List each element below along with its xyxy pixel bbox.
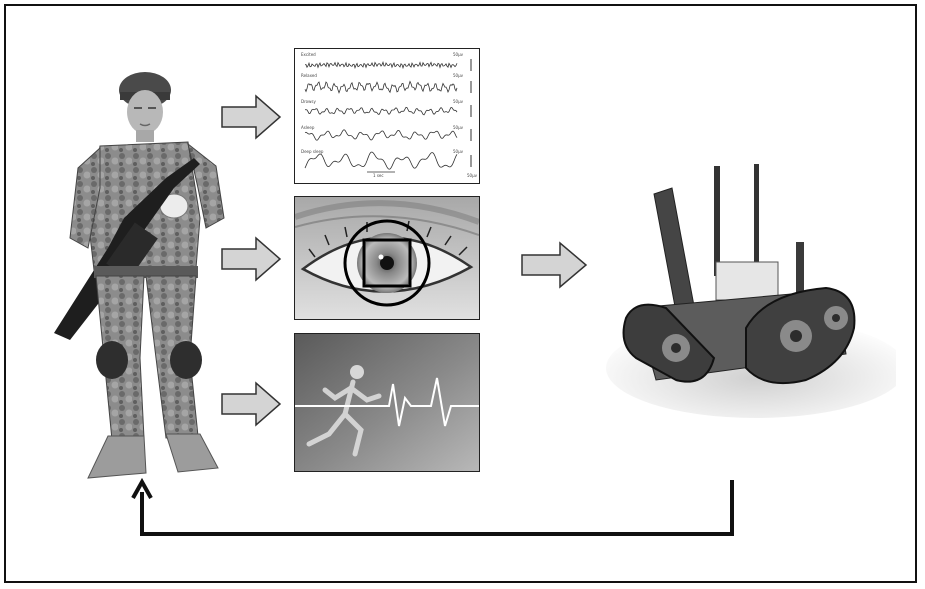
eeg-channel-label: Drowsy	[301, 99, 316, 104]
eeg-trace	[304, 129, 458, 141]
running-figure-heartbeat-icon	[295, 334, 479, 471]
eeg-waveforms	[304, 59, 472, 173]
eeg-amp-scale: 50µv	[466, 173, 477, 178]
eye-tracking-panel	[294, 196, 480, 320]
eeg-time-scale: 1 sec	[373, 173, 384, 178]
eeg-channel-unit: 50µv	[452, 149, 463, 154]
arrow-eeg-icon	[221, 94, 282, 140]
eeg-trace	[304, 151, 458, 170]
eeg-channel-unit: 50µv	[452, 125, 463, 130]
eeg-channel-label: Excited	[301, 52, 316, 57]
eeg-trace	[304, 61, 458, 70]
arrow-eye-icon	[221, 236, 282, 282]
heart-rate-panel	[294, 333, 480, 472]
eeg-signals-panel: Excited 50µv Relaxed 50µv Drowsy 50µv As…	[294, 48, 480, 184]
eeg-channel-unit: 50µv	[452, 99, 463, 104]
eeg-trace	[304, 80, 458, 94]
tracked-robot-icon	[606, 164, 896, 418]
arrow-to-robot-icon	[521, 241, 588, 289]
eeg-channel-label: Asleep	[301, 125, 315, 130]
eeg-trace	[304, 106, 458, 116]
feedback-loop-line	[131, 477, 734, 536]
arrow-ecg-icon	[221, 381, 282, 427]
eye-closeup-icon	[295, 197, 479, 319]
eeg-channel-unit: 50µv	[452, 52, 463, 57]
eeg-channel-label: Relaxed	[301, 73, 317, 78]
eeg-channel-label: Deep sleep	[301, 149, 324, 154]
soldier-figure-icon	[54, 72, 225, 479]
eeg-channel-unit: 50µv	[452, 73, 463, 78]
